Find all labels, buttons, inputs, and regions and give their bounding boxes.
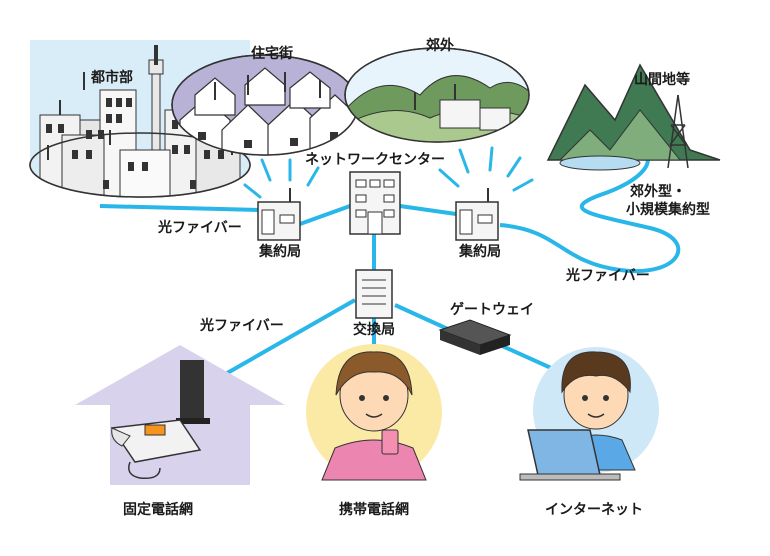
suburban-type-label-1: 郊外型・ bbox=[630, 184, 686, 200]
mobile-user-girl bbox=[306, 344, 442, 481]
aggregation-label-right: 集約局 bbox=[459, 244, 501, 260]
fiber-agg-to-center-left bbox=[299, 204, 351, 226]
gateway-label: ゲートウェイ bbox=[450, 302, 534, 318]
fiber-label-right: 光ファイバー bbox=[566, 268, 650, 284]
suburban-type-label-2: 小規模集約型 bbox=[626, 202, 710, 218]
fiber-exchange-to-gateway bbox=[394, 303, 451, 332]
mountain-label: 山間地等 bbox=[634, 72, 690, 88]
mountain-area bbox=[546, 63, 721, 171]
exchange-building bbox=[355, 269, 393, 319]
exchange-label: 交換局 bbox=[353, 322, 395, 338]
network-center-label: ネットワークセンター bbox=[305, 152, 445, 168]
residential-area bbox=[171, 54, 359, 156]
internet-label: インターネット bbox=[545, 502, 643, 518]
landline-label: 固定電話網 bbox=[123, 502, 193, 518]
gateway-device bbox=[438, 319, 512, 355]
aggregation-label-left: 集約局 bbox=[259, 244, 301, 260]
fiber-label-center: 光ファイバー bbox=[200, 318, 284, 334]
mobile-label: 携帯電話網 bbox=[339, 502, 409, 518]
fiber-city-to-agg bbox=[99, 204, 259, 212]
aggregation-station-left bbox=[257, 188, 301, 241]
radio-waves bbox=[243, 146, 534, 199]
aggregation-station-right bbox=[455, 188, 499, 241]
fiber-exchange-to-landline bbox=[214, 298, 356, 382]
suburb-label: 郊外 bbox=[426, 38, 454, 54]
residential-label: 住宅街 bbox=[251, 46, 293, 62]
fiber-center-to-agg-right bbox=[399, 204, 457, 216]
fiber-to-mountain bbox=[499, 148, 681, 274]
urban-label: 都市部 bbox=[91, 70, 133, 86]
landline-house bbox=[75, 345, 285, 485]
internet-user-boy bbox=[519, 347, 659, 481]
fiber-lines bbox=[99, 148, 681, 382]
network-center-building bbox=[349, 171, 401, 235]
fiber-label-left: 光ファイバー bbox=[158, 220, 242, 236]
suburb-area bbox=[344, 47, 530, 143]
